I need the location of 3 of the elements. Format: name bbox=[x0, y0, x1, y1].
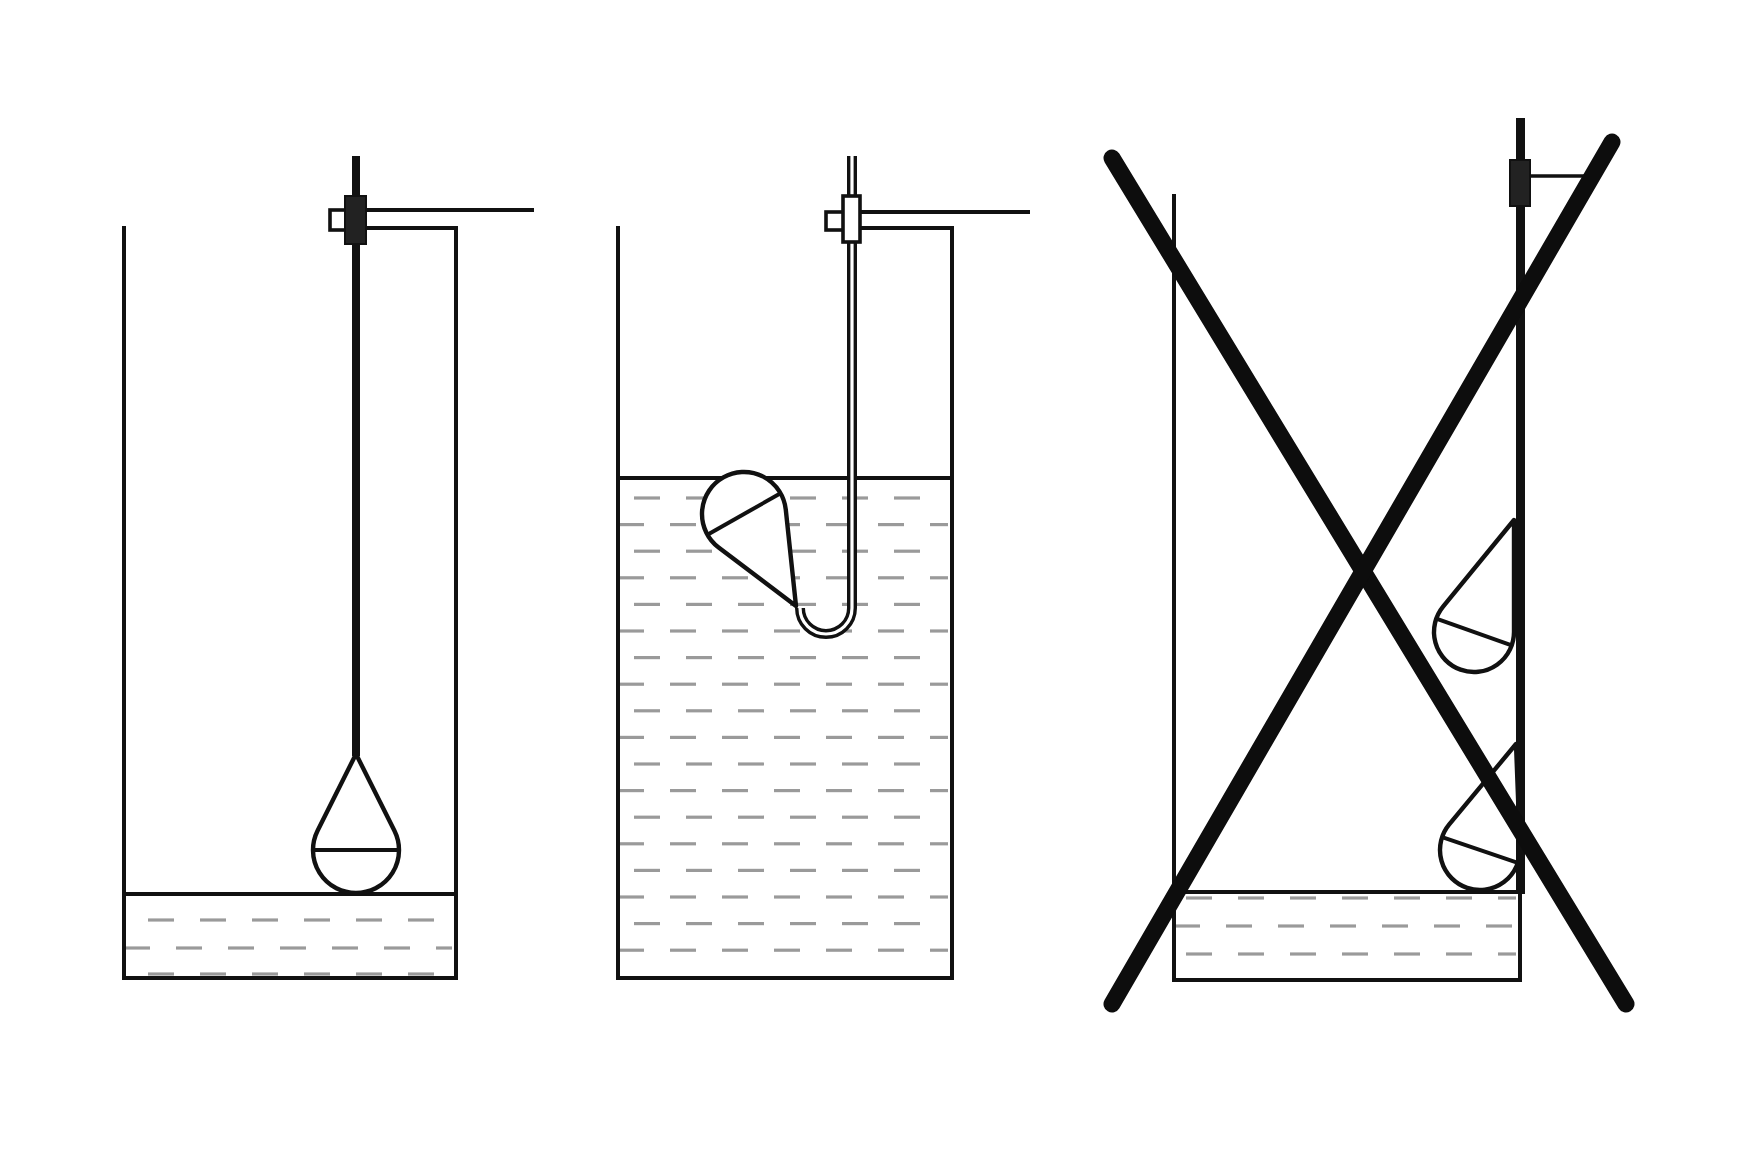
low-level-tank-drawing bbox=[122, 156, 534, 980]
full-tank-drawing bbox=[616, 156, 1030, 980]
crossed-tank-drawing bbox=[1172, 118, 1584, 982]
